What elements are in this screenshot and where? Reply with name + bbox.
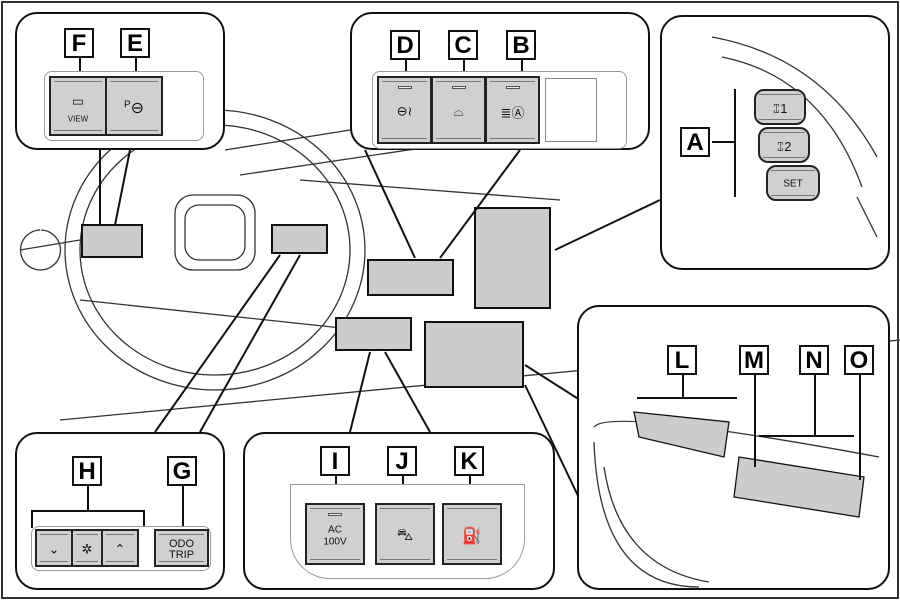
illumination-icon: ✲ [81,541,93,557]
label-c: C [448,30,478,60]
windshield-defroster-icon: ⌓ [453,103,464,119]
label-e: E [120,28,150,58]
label-g: G [167,456,197,486]
label-f: F [64,28,94,58]
seat-icon: ⑄ [776,139,785,154]
label-n: N [799,345,829,375]
fuel-door-button[interactable]: ⛽ [442,503,502,565]
callout-dash-switches: D C B ⊖≀ ⌓ ≣Ⓐ [350,12,650,150]
windshield-defroster-button[interactable]: ⌓ [431,76,486,144]
callout-memory-seat: A ⑄1 ⑄2 SET [660,15,890,270]
label-k: K [454,446,484,476]
auto-high-beam-icon: ≣Ⓐ [500,105,525,121]
label-l: L [667,345,697,375]
auto-high-beam-button[interactable]: ≣Ⓐ [485,76,540,144]
heated-steering-wheel-button[interactable]: ⊖≀ [377,76,432,144]
memory-2-button[interactable]: ⑄2 [758,127,810,163]
fuel-door-icon: ⛽ [462,528,482,545]
label-o: O [844,345,874,375]
parking-assist-button[interactable]: P⊖ [105,76,163,136]
callout-view-park: F E ▭VIEW P⊖ [15,12,225,150]
steering-wheel-icon: ⊖ [130,100,145,117]
up-button[interactable]: ⌃ [101,529,139,567]
label-m: M [739,345,769,375]
seat-icon: ⑄ [772,101,781,116]
memory-1-button[interactable]: ⑄1 [754,89,806,125]
illumination-button[interactable]: ✲ [71,529,103,567]
memory-set-button[interactable]: SET [766,165,820,201]
label-a: A [680,127,710,157]
label-h: H [72,456,102,486]
label-d: D [390,30,420,60]
label-j: J [387,446,417,476]
chevron-up-icon: ⌃ [114,541,126,557]
label-b: B [506,30,536,60]
power-back-door-icon: ⛍ [396,527,414,544]
camera-view-icon: ▭ [71,93,85,109]
blank-switch [545,78,597,142]
power-back-door-button[interactable]: ⛍ [375,503,435,565]
heated-steering-wheel-icon: ⊖≀ [396,103,413,119]
view-button[interactable]: ▭VIEW [49,76,107,136]
label-i: I [320,446,350,476]
chevron-down-icon: ⌄ [48,541,60,557]
callout-door-switches: L M N O [577,305,890,590]
down-button[interactable]: ⌄ [35,529,73,567]
